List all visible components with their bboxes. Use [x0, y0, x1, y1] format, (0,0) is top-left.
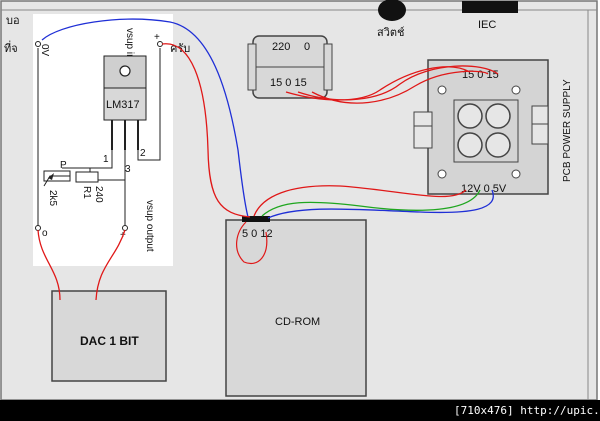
wire-red-transformer-2 — [297, 65, 499, 101]
dac-board — [51, 290, 167, 382]
pin2-wire — [137, 48, 161, 161]
psu-capacitor-4 — [485, 132, 511, 158]
regulator-board — [33, 14, 173, 266]
wire-red-transformer-3 — [311, 70, 489, 104]
lm317-label: LM317 — [106, 99, 140, 111]
wire-red-dac-ground — [37, 229, 61, 301]
psu-output-label: 12V 0 5V — [461, 183, 507, 195]
potentiometer-arrow-icon — [48, 173, 54, 180]
cdrom-connector-label: 5 0 12 — [242, 228, 273, 240]
wire-red-dac-plus — [95, 229, 126, 301]
pin1-label: 1 — [103, 154, 109, 165]
wire-green-psu-output — [261, 189, 481, 217]
psu-hole-tl — [437, 85, 447, 95]
psu-hole-bl — [437, 169, 447, 179]
wire-blue-input — [41, 18, 249, 218]
lm317-body — [103, 87, 147, 121]
lm317-mount-hole — [119, 65, 131, 77]
pin3-label: 3 — [125, 164, 131, 175]
psu-right-heatsink — [531, 105, 549, 145]
psu-capacitor-3 — [457, 132, 483, 158]
vsup-input-label: vsup input — [124, 28, 135, 74]
chassis-left-text: ที่จ — [4, 40, 18, 55]
input-ground-terminal — [35, 41, 41, 47]
input-ground-label: 0V — [39, 44, 50, 57]
psu-capacitor-2 — [485, 103, 511, 129]
psu-input-label: 15 0 15 — [462, 69, 499, 81]
dac-label: DAC 1 BIT — [80, 334, 139, 348]
cdrom-label: CD-ROM — [275, 316, 320, 328]
psu-title: PCB POWER SUPPLY — [562, 79, 573, 182]
transformer-primary-label: 220 — [272, 41, 290, 53]
chassis-top-text: บอ — [6, 15, 20, 27]
power-switch-icon — [378, 0, 406, 21]
iec-socket-icon — [462, 1, 518, 13]
resistor-r1-label: R1 — [81, 186, 92, 199]
wire-red-input — [161, 43, 251, 218]
pin1-wire — [62, 150, 113, 169]
resistor-r1-value: 240 — [93, 186, 104, 203]
power-switch-label: สวิตช์ — [377, 26, 405, 39]
transformer-right-tab — [323, 43, 333, 91]
iec-label: IEC — [478, 19, 496, 31]
psu-capacitor-1 — [457, 103, 483, 129]
footer-watermark: [710x476] http://upic.me/ — [454, 404, 600, 417]
cdrom-drive — [225, 219, 367, 397]
potentiometer-wiper — [43, 175, 70, 187]
resistor-r1-body — [75, 171, 99, 183]
wire-red-cdrom-loop — [236, 221, 268, 265]
psu-left-heatsink — [413, 111, 433, 149]
potentiometer-label: P — [60, 160, 67, 171]
transformer-primary-zero: 0 — [304, 41, 310, 53]
wire-blue-psu-output — [267, 189, 494, 219]
psu-hole-br — [511, 169, 521, 179]
output-ground-label: o — [42, 228, 48, 239]
footer-bar — [0, 400, 600, 421]
transformer-secondary-label: 15 0 15 — [270, 77, 307, 89]
psu-hole-tr — [511, 85, 521, 95]
cdrom-connector — [242, 216, 270, 222]
transformer-left-tab — [247, 43, 257, 91]
input-plus-label: + — [154, 32, 160, 43]
vsup-output-label: vsup output — [144, 200, 155, 252]
psu-board — [427, 59, 549, 195]
pin2-label: 2 — [140, 148, 146, 159]
potentiometer-value: 2k5 — [47, 190, 58, 207]
wire-red-psu-output — [253, 185, 467, 217]
psu-cap-frame — [453, 99, 519, 163]
